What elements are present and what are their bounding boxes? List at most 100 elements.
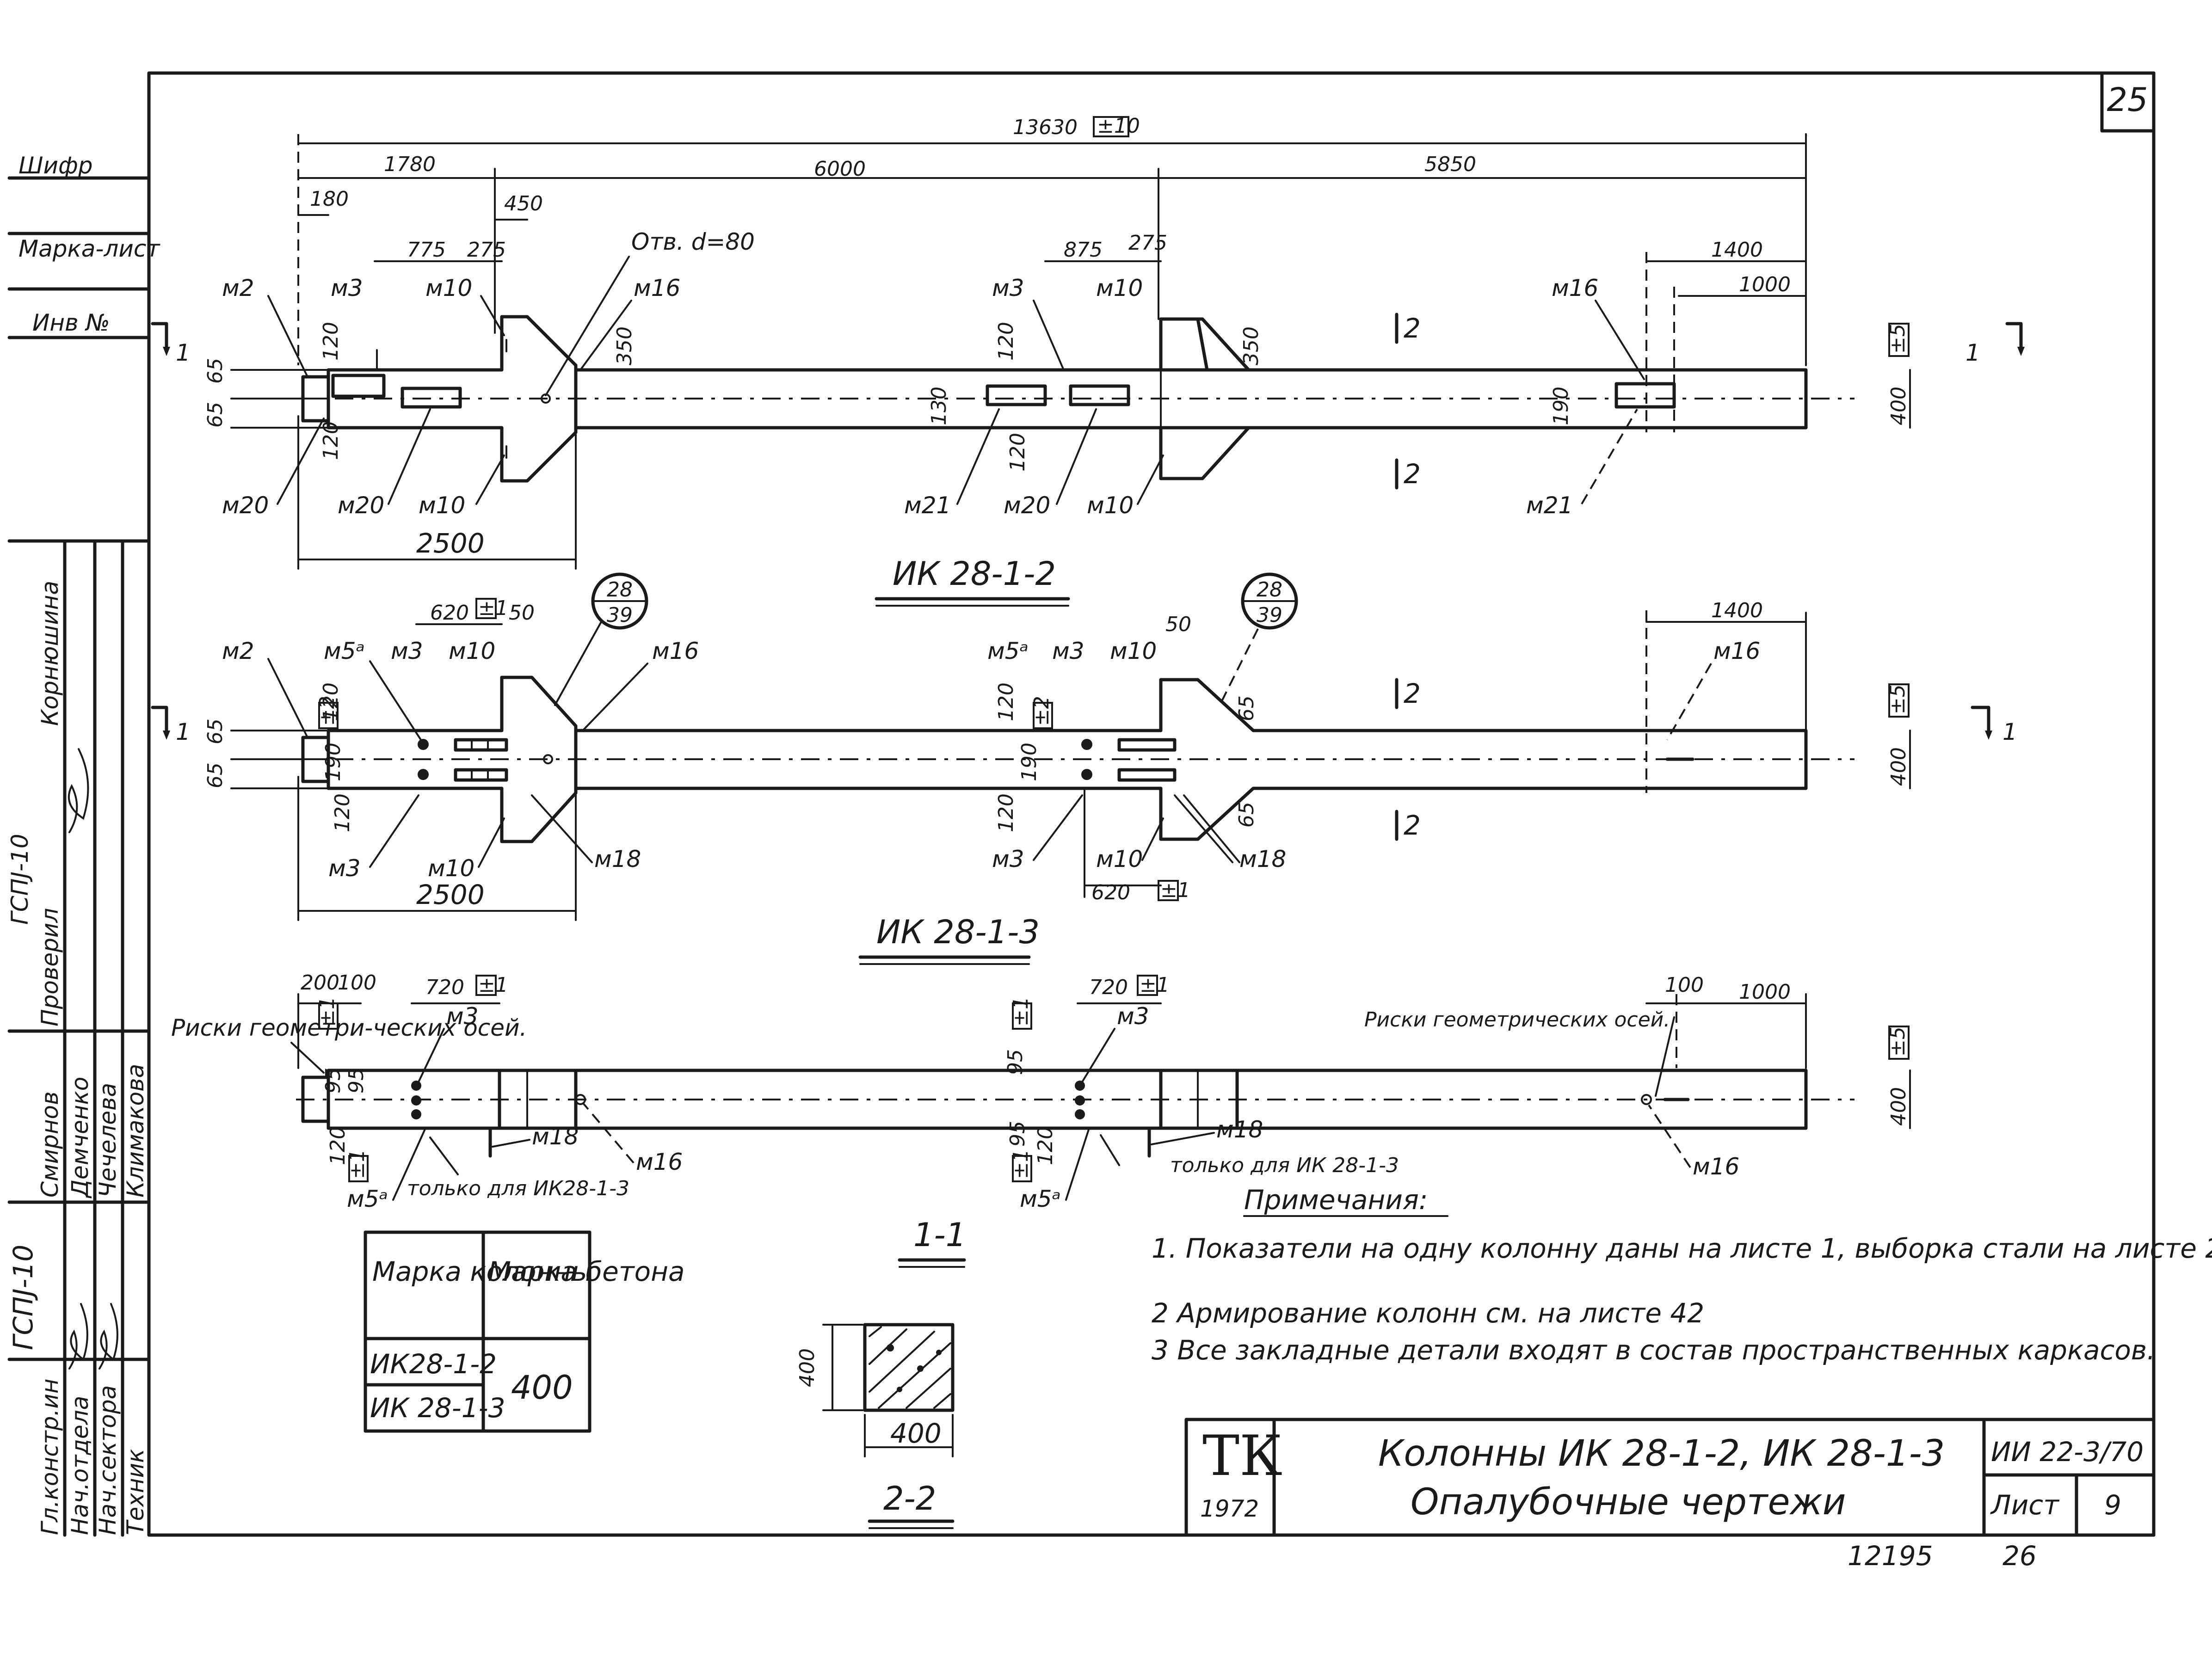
view-ik-28-1-3: 1400 2500 620 ±1 50 50 620 ±1 65 65 65 6… [203, 572, 1911, 965]
v1-mark-m10b: м10 [1096, 275, 1143, 301]
v2-d65d: 65 [1235, 802, 1258, 828]
v1-hole-label: Отв. d=80 [631, 228, 755, 255]
v3-mark-m18a: м18 [532, 1123, 579, 1150]
section-marker-1c: 1 [176, 719, 191, 745]
section-marker-1b: 1 [1966, 339, 1980, 366]
v3-d100b: 100 [1665, 973, 1704, 997]
column-body-2 [327, 676, 1808, 843]
v1-mark-m16a: м16 [634, 275, 680, 301]
v1-d2500: 2500 [416, 528, 485, 559]
v3-d400: 400 [1887, 1087, 1910, 1126]
v3-only-1: только для ИК28-1-3 [407, 1177, 629, 1200]
stamp-role-1: Гл.констр.ин [37, 1378, 63, 1535]
note-1: 1. Показатели на одну колонну даны на ли… [1152, 1233, 2212, 1264]
section-2-2: 400 400 2-2 [795, 1323, 955, 1529]
v2-mark-m16a: м16 [652, 638, 699, 664]
v2-mark-m5a: м5ᵃ [324, 638, 365, 664]
stamp-name-2: Демченко [67, 1077, 93, 1198]
v2-mark-m3d: м3 [992, 846, 1024, 872]
v2-mark-m10a: м10 [449, 638, 495, 664]
v3-d720a: 720 [425, 976, 464, 999]
v2-tol1b: ±1 [1160, 879, 1190, 902]
v3-left-note: Риски геометри-ческих осей. [171, 1014, 527, 1041]
v3-right-note: Риски геометрических осей. [1364, 1008, 1670, 1032]
sheet-frame [147, 71, 2156, 1537]
v1-d1000: 1000 [1739, 273, 1791, 296]
v1-d130: 130 [927, 387, 951, 425]
v3-tol1a: ±1 [478, 973, 508, 997]
signature-3 [68, 748, 89, 833]
stamp-cipher: Шифр [18, 152, 92, 179]
v1-d875: 875 [1064, 238, 1103, 262]
v3-tol1f: ±1 [1009, 1149, 1033, 1179]
v3-tol1c: ±1 [315, 996, 339, 1026]
v2-tol5: ±5 [1886, 684, 1910, 714]
section-marker-2b: 2 [1404, 458, 1421, 490]
stamp-role-2: Нач.отдела [67, 1396, 93, 1535]
v1-mark-m3b: м3 [992, 275, 1024, 301]
v1-mark-m10c: м10 [419, 492, 465, 519]
stamp-code-1: ГСПJ-10 [7, 1245, 39, 1350]
v2-mark-m3a: м3 [391, 638, 423, 664]
v1-mark-m10d: м10 [1087, 492, 1134, 519]
callout-2-bottom: 39 [1257, 603, 1282, 627]
v2-d120d: 120 [994, 793, 1018, 832]
v2-tol1a: ±1 [478, 596, 508, 620]
section-marker-2d: 2 [1404, 810, 1421, 841]
v2-d65c: 65 [1235, 695, 1258, 721]
v1-mark-m20a: м20 [222, 492, 269, 519]
v3-d100a: 100 [338, 971, 376, 995]
corner-number-box [2100, 71, 2156, 133]
stamp-role-3: Нач.сектора [94, 1385, 121, 1535]
v1-d400: 400 [1887, 387, 1910, 425]
v1-d65b: 65 [203, 402, 227, 428]
s22-caption: 2-2 [883, 1480, 936, 1518]
stamp-name-5: Корнюшина [37, 581, 63, 726]
stamp-role-4: Техник [122, 1449, 149, 1535]
v1-d775: 775 [407, 238, 446, 262]
v3-only-2: только для ИК 28-1-3 [1170, 1154, 1399, 1177]
notes: Примечания: 1. Показатели на одну колонн… [1152, 1184, 2212, 1366]
v2-d65b: 65 [203, 762, 227, 788]
v1-d275a: 275 [467, 238, 506, 262]
title-block: ТК 1972 Колонны ИК 28-1-2, ИК 28-1-3 Опа… [1184, 1418, 2156, 1572]
v3-caption: 1-1 [913, 1216, 966, 1254]
v1-overall-tol: ±10 [1097, 114, 1140, 138]
v3-d95c: 95 [1004, 1049, 1027, 1075]
v2-caption: ИК 28-1-3 [876, 913, 1040, 951]
stamp-mark-sheet: Марка-лист [18, 235, 160, 262]
v2-d120c: 120 [994, 682, 1018, 721]
v2-mark-m18a: м18 [594, 846, 641, 872]
v1-seg3: 5850 [1424, 153, 1476, 176]
title-sheet-number: 9 [2104, 1489, 2121, 1521]
callout-2-top: 28 [1257, 578, 1282, 602]
table-concrete-grade: 400 [511, 1369, 573, 1407]
signature-1 [68, 1303, 88, 1370]
v2-mark-m2: м2 [222, 638, 254, 664]
v3-mark-m16a: м16 [636, 1149, 683, 1175]
v1-overall-length: 13630 [1013, 116, 1078, 139]
v1-mark-m20c: м20 [1004, 492, 1050, 519]
v3-d95d: 95 [1006, 1121, 1029, 1147]
v2-d190b: 190 [1017, 743, 1041, 781]
stamp-name-4: Климакова [122, 1064, 149, 1198]
v2-d50b: 50 [1165, 613, 1191, 636]
v1-seg2: 6000 [814, 157, 866, 181]
v2-mark-m10c: м10 [428, 855, 474, 882]
stamp-role-5: Проверил [37, 908, 63, 1026]
left-stamp: Шифр Марка-лист Инв № Гл.констр.ин Нач.о… [6, 152, 160, 1537]
v1-d65a: 65 [203, 358, 227, 384]
v3-d95b: 95 [345, 1068, 368, 1094]
v1-tol5: ±5 [1886, 324, 1910, 354]
v1-mark-m20b: м20 [338, 492, 384, 519]
v1-seg1: 1780 [384, 153, 436, 176]
v2-d400: 400 [1887, 747, 1910, 786]
v1-d275b: 275 [1128, 231, 1167, 255]
table-row-2: ИК 28-1-3 [370, 1392, 505, 1424]
v2-d50a: 50 [509, 601, 535, 625]
table-header-column: Марка колонны [372, 1256, 592, 1287]
s22-d400a: 400 [795, 1348, 819, 1387]
corner-number: 25 [2107, 81, 2148, 119]
stamp-name-1: Смирнов [37, 1091, 63, 1198]
v2-d620b: 620 [1091, 881, 1130, 904]
